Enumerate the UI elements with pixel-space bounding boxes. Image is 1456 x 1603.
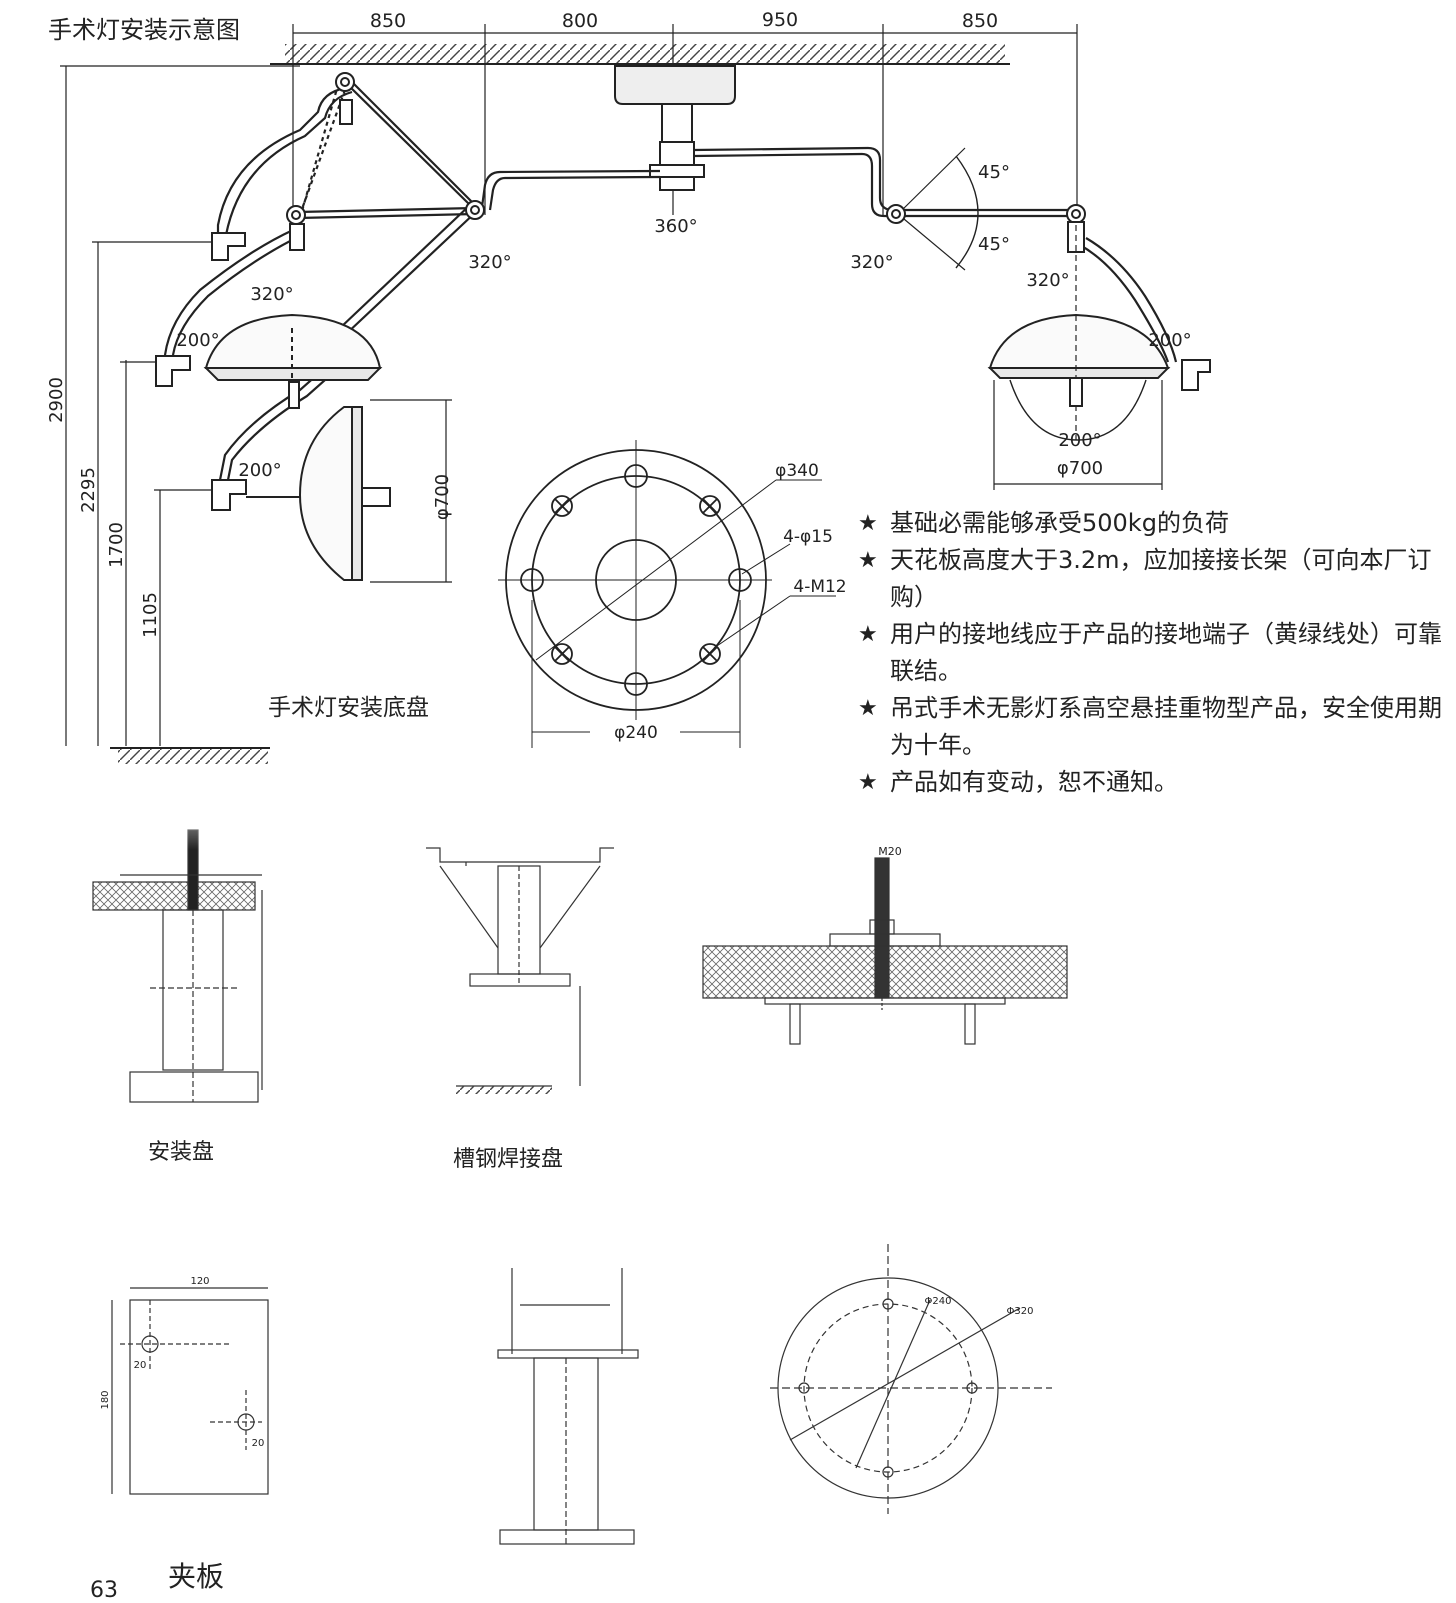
base-dim-holes: 4-φ15: [783, 527, 833, 547]
angle-200-d: 200°: [1058, 430, 1101, 451]
note-item: ★天花板高度大于3.2m，应加接接长架（可向本厂订购）: [858, 542, 1448, 616]
dim-850-a: 850: [370, 10, 406, 32]
clamp-height: 180: [100, 1390, 111, 1409]
mount-disc-drawing: [92, 829, 263, 1103]
clamp-offset-a: 20: [134, 1360, 147, 1371]
channel-plate-drawing: [426, 847, 614, 1094]
base-plate-drawing: [498, 440, 836, 748]
dim-2900: 2900: [46, 377, 67, 423]
left-arm-system: [163, 79, 661, 481]
dim-phi700-front: φ700: [1057, 458, 1103, 479]
star-icon: ★: [858, 696, 878, 721]
floor: [110, 747, 270, 764]
dim-950: 950: [762, 9, 798, 31]
dim-800: 800: [562, 10, 598, 32]
slab-bolt-drawing: [702, 857, 1068, 1045]
page-number: 63: [90, 1578, 118, 1603]
clamp-plate-caption: 夹板: [168, 1560, 225, 1593]
left-lamp-head: [203, 313, 383, 381]
dim-850-b: 850: [962, 10, 998, 32]
ceiling: [270, 44, 1010, 65]
column-flange-drawing: [497, 1268, 639, 1546]
angle-320-a: 320°: [468, 252, 511, 273]
star-icon: ★: [858, 548, 878, 573]
angle-320-b: 320°: [250, 284, 293, 305]
note-item: ★用户的接地线应于产品的接地端子（黄绿线处）可靠联结。: [858, 616, 1448, 690]
circle-plate-drawing: [770, 1244, 1052, 1514]
note-item: ★吊式手术无影灯系高空悬挂重物型产品，安全使用期为十年。: [858, 690, 1448, 764]
scan-fade: [0, 780, 1456, 850]
angle-200-c: 200°: [1148, 330, 1191, 351]
clamp-width: 120: [190, 1276, 209, 1287]
base-dim-bolts: 4-M12: [793, 577, 846, 597]
right-lamp-head: [987, 225, 1171, 490]
note-item: ★产品如有变动，恕不通知。: [858, 764, 1448, 801]
notes-list: ★基础必需能够承受500kg的负荷 ★天花板高度大于3.2m，应加接接长架（可向…: [858, 505, 1448, 801]
clamp-offset-b: 20: [252, 1438, 265, 1449]
mount-disc-caption: 安装盘: [148, 1140, 215, 1165]
ceiling-mount: [614, 65, 736, 191]
base-plate-caption: 手术灯安装底盘: [268, 695, 429, 721]
dim-2295: 2295: [78, 467, 99, 513]
right-arm-system: [693, 146, 1178, 363]
dim-phi700-side: φ700: [432, 474, 453, 520]
angle-45-bottom: 45°: [978, 234, 1010, 255]
channel-plate-caption: 槽钢焊接盘: [453, 1147, 564, 1172]
base-dim-inner: φ240: [614, 723, 658, 743]
note-item: ★基础必需能够承受500kg的负荷: [858, 505, 1448, 542]
star-icon: ★: [858, 511, 878, 536]
angle-45-top: 45°: [978, 162, 1010, 183]
clamp-plate-drawing: [111, 1287, 269, 1495]
angle-200-b: 200°: [238, 460, 281, 481]
angle-360: 360°: [654, 216, 697, 237]
side-lamp-head: [246, 399, 452, 583]
star-icon: ★: [858, 770, 878, 795]
dim-1105: 1105: [140, 592, 161, 638]
circle-dim-b: Φ320: [1007, 1306, 1034, 1317]
dim-1700: 1700: [106, 522, 127, 568]
diagram-title: 手术灯安装示意图: [48, 16, 240, 44]
angle-320-c: 320°: [850, 252, 893, 273]
angle-200-a: 200°: [176, 330, 219, 351]
angle-320-d: 320°: [1026, 270, 1069, 291]
base-dim-outer: φ340: [775, 461, 819, 481]
height-dimension-lines: [60, 65, 300, 746]
star-icon: ★: [858, 622, 878, 647]
circle-dim-a: Φ240: [925, 1296, 952, 1307]
